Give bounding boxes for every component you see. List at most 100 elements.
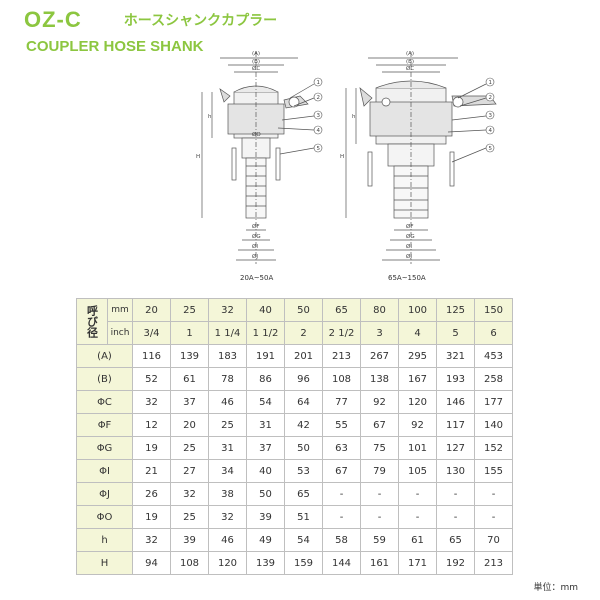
table-cell: 321 <box>436 344 475 368</box>
table-cell: 21 <box>132 459 171 483</box>
table-cell: 108 <box>170 551 209 575</box>
table-cell: 108 <box>322 367 361 391</box>
table-cell: 50 <box>246 482 285 506</box>
table-cell: 78 <box>208 367 247 391</box>
table-cell: - <box>436 505 475 529</box>
table-cell: 26 <box>132 482 171 506</box>
callout-4-large: 4 <box>489 128 493 134</box>
size-inch-cell: 1 1/4 <box>208 321 247 345</box>
table-cell: 42 <box>284 413 323 437</box>
table-cell: - <box>360 482 399 506</box>
table-cell: 191 <box>246 344 285 368</box>
row-label: ΦO <box>76 505 133 529</box>
table-cell: 31 <box>246 413 285 437</box>
size-inch-cell: 3/4 <box>132 321 171 345</box>
table-cell: 59 <box>360 528 399 552</box>
row-label: (A) <box>76 344 133 368</box>
table-cell: 61 <box>398 528 437 552</box>
table-cell: 92 <box>360 390 399 414</box>
dim-i-label: ØI <box>252 243 258 250</box>
table-cell: - <box>398 505 437 529</box>
table-cell: 39 <box>246 505 285 529</box>
table-cell: 50 <box>284 436 323 460</box>
size-mm-cell: 150 <box>474 298 513 322</box>
table-cell: 25 <box>208 413 247 437</box>
unit-inch-label: inch <box>107 321 133 345</box>
dim-g-label: ØG <box>252 233 261 240</box>
table-cell: 120 <box>398 390 437 414</box>
callout-4: 4 <box>317 128 321 134</box>
table-cell: 54 <box>246 390 285 414</box>
row-label: ΦF <box>76 413 133 437</box>
dim-a-label-large: (A) <box>406 51 414 57</box>
table-cell: 138 <box>360 367 399 391</box>
table-cell: 201 <box>284 344 323 368</box>
size-inch-cell: 3 <box>360 321 399 345</box>
dim-bigh-label: H <box>196 154 200 160</box>
table-cell: 152 <box>474 436 513 460</box>
table-cell: 34 <box>208 459 247 483</box>
size-inch-cell: 6 <box>474 321 513 345</box>
callout-3: 3 <box>317 113 321 119</box>
caption-small-range: 20A~50A <box>240 274 273 282</box>
table-cell: 120 <box>208 551 247 575</box>
size-mm-cell: 100 <box>398 298 437 322</box>
table-cell: 32 <box>170 482 209 506</box>
product-code: OZ-C <box>24 7 82 32</box>
table-cell: 171 <box>398 551 437 575</box>
table-cell: - <box>436 482 475 506</box>
table-cell: 63 <box>322 436 361 460</box>
table-cell: 55 <box>322 413 361 437</box>
table-cell: - <box>322 482 361 506</box>
table-cell: 20 <box>170 413 209 437</box>
dim-h-label: h <box>208 114 212 120</box>
table-cell: 139 <box>246 551 285 575</box>
table-cell: 159 <box>284 551 323 575</box>
callout-3-large: 3 <box>489 113 493 119</box>
table-cell: 213 <box>474 551 513 575</box>
table-cell: 144 <box>322 551 361 575</box>
table-cell: 453 <box>474 344 513 368</box>
dim-j-label: ØJ <box>252 253 258 260</box>
table-cell: 39 <box>170 528 209 552</box>
table-cell: 67 <box>322 459 361 483</box>
callout-2-large: 2 <box>489 95 493 101</box>
product-title-jp: ホースシャンクカプラー <box>123 13 278 29</box>
size-mm-cell: 125 <box>436 298 475 322</box>
dim-f-label: ØF <box>252 223 260 230</box>
table-cell: 127 <box>436 436 475 460</box>
nominal-size-label: 呼び径 <box>76 298 108 345</box>
table-cell: 19 <box>132 436 171 460</box>
table-cell: 32 <box>132 528 171 552</box>
drawing-small-coupler <box>201 52 315 264</box>
table-cell: 94 <box>132 551 171 575</box>
table-cell: 51 <box>284 505 323 529</box>
table-cell: 12 <box>132 413 171 437</box>
size-inch-cell: 1 1/2 <box>246 321 285 345</box>
dim-o-label: ØO <box>252 131 261 138</box>
table-cell: 32 <box>208 505 247 529</box>
callouts-left: 1 2 3 4 5 <box>313 77 323 153</box>
table-cell: 86 <box>246 367 285 391</box>
table-cell: 64 <box>284 390 323 414</box>
size-mm-cell: 80 <box>360 298 399 322</box>
dim-c-label-large: ØC <box>406 65 414 72</box>
table-cell: 146 <box>436 390 475 414</box>
table-cell: 183 <box>208 344 247 368</box>
caption-large-range: 65A~150A <box>388 274 426 282</box>
table-cell: 46 <box>208 390 247 414</box>
size-mm-cell: 20 <box>132 298 171 322</box>
dim-h-label-large: h <box>352 114 356 120</box>
table-cell: 49 <box>246 528 285 552</box>
table-cell: 61 <box>170 367 209 391</box>
table-cell: 58 <box>322 528 361 552</box>
